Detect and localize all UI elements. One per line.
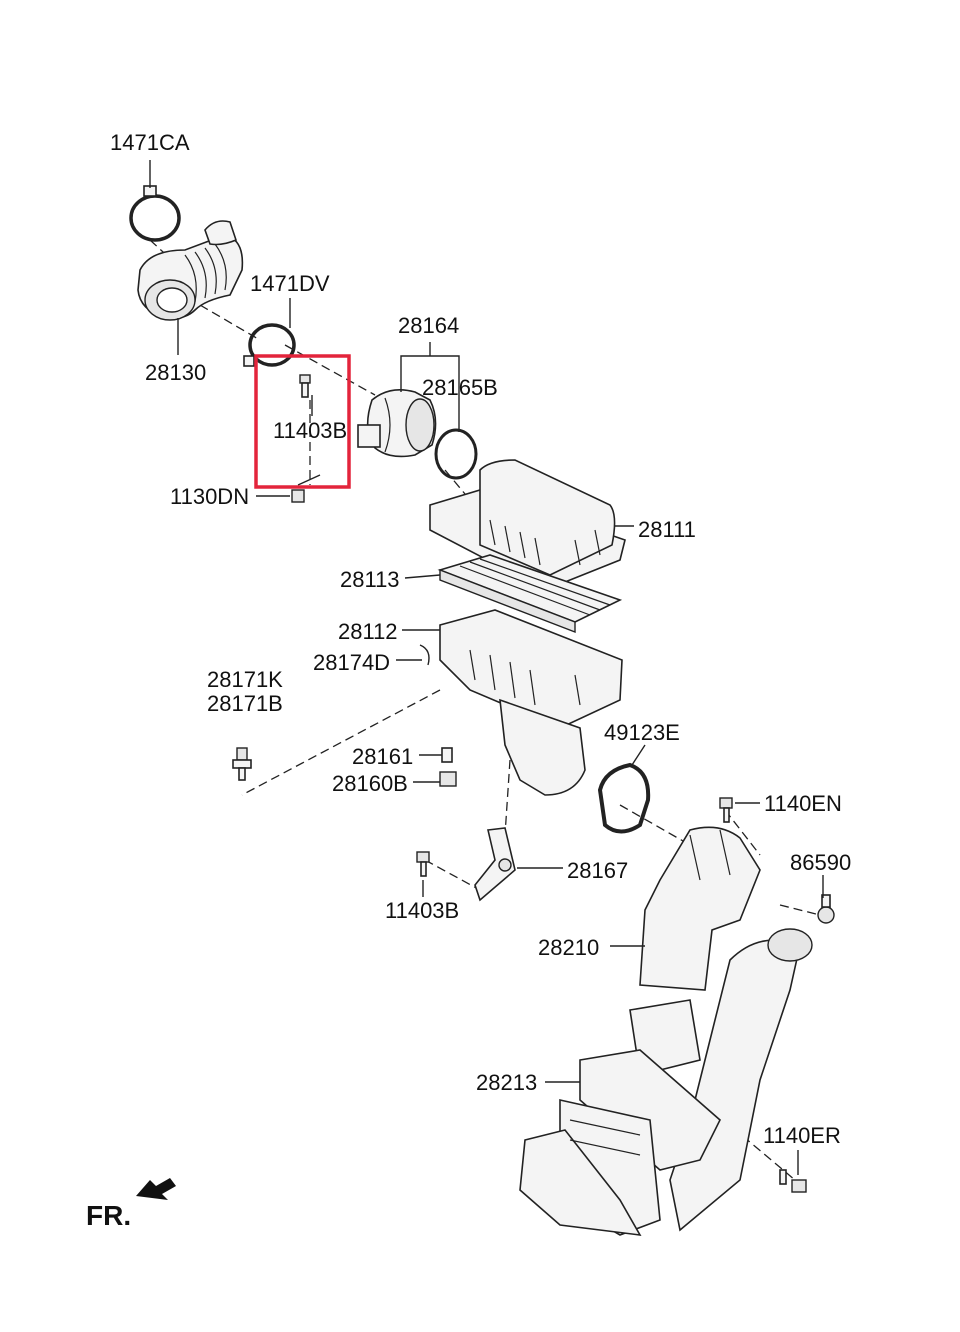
- label-86590[interactable]: 86590: [790, 850, 851, 875]
- label-28165b[interactable]: 28165B: [422, 375, 498, 400]
- bolt-11403b-bottom[interactable]: [416, 851, 430, 877]
- label-1140en[interactable]: 1140EN: [764, 791, 842, 816]
- label-1471ca[interactable]: 1471CA: [110, 130, 190, 155]
- front-arrow-icon: [136, 1178, 176, 1200]
- leader-lines: [149, 160, 824, 1175]
- label-28164[interactable]: 28164: [398, 313, 459, 338]
- label-1471dv[interactable]: 1471DV: [250, 271, 330, 296]
- grommet-28160b[interactable]: [439, 771, 457, 787]
- clamp-1471ca[interactable]: [129, 185, 181, 242]
- clip-86590[interactable]: [817, 894, 835, 924]
- intake-hose-28130[interactable]: [137, 220, 244, 321]
- label-28113[interactable]: 28113: [340, 567, 400, 592]
- part-number-labels: 1471CA 1471DV 28130 28164 28165B 11403B …: [110, 130, 851, 1148]
- label-28112[interactable]: 28112: [338, 619, 398, 644]
- air-flow-sensor-28164[interactable]: [357, 389, 437, 458]
- bolt-11403b-top[interactable]: [299, 374, 311, 398]
- front-label: FR.: [86, 1200, 131, 1231]
- label-28174d[interactable]: 28174D: [313, 650, 390, 675]
- label-28167[interactable]: 28167: [567, 858, 628, 883]
- gasket-49123e[interactable]: [597, 762, 651, 834]
- label-28213[interactable]: 28213: [476, 1070, 537, 1095]
- label-28171b[interactable]: 28171B: [207, 691, 283, 716]
- bolt-1140en[interactable]: [719, 797, 733, 823]
- filter-element-28113[interactable]: [437, 554, 623, 634]
- o-ring-28165b[interactable]: [434, 428, 478, 480]
- bracket-28167[interactable]: [474, 827, 516, 902]
- highlight-box: [254, 354, 351, 489]
- label-11403b-top[interactable]: 11403B: [273, 418, 347, 443]
- label-11403b-bottom[interactable]: 11403B: [385, 898, 459, 923]
- label-28161[interactable]: 28161: [352, 744, 413, 769]
- label-1130dn[interactable]: 1130DN: [170, 484, 249, 509]
- label-28111[interactable]: 28111: [638, 517, 696, 542]
- bolt-1140er[interactable]: [779, 1169, 807, 1193]
- grommet-28161[interactable]: [441, 747, 453, 763]
- label-28130[interactable]: 28130: [145, 360, 206, 385]
- intake-duct-28210[interactable]: [639, 826, 761, 991]
- assembly-dash-lines: [149, 239, 821, 1181]
- label-1140er[interactable]: 1140ER: [763, 1123, 841, 1148]
- air-cleaner-body-28112[interactable]: [439, 609, 623, 796]
- label-28210[interactable]: 28210: [538, 935, 599, 960]
- label-28171k[interactable]: 28171K: [207, 667, 283, 692]
- front-direction-indicator: FR.: [86, 1178, 176, 1231]
- hose-28174d[interactable]: [419, 644, 430, 666]
- resonator-28213[interactable]: [519, 928, 813, 1236]
- bolt-1130dn[interactable]: [291, 474, 321, 503]
- bolt-28171k-28171b[interactable]: [232, 747, 252, 781]
- clamp-1471dv[interactable]: [243, 323, 296, 367]
- label-28160b[interactable]: 28160B: [332, 771, 408, 796]
- label-49123e[interactable]: 49123E: [604, 720, 680, 745]
- air-cleaner-cover-28111[interactable]: [429, 459, 626, 591]
